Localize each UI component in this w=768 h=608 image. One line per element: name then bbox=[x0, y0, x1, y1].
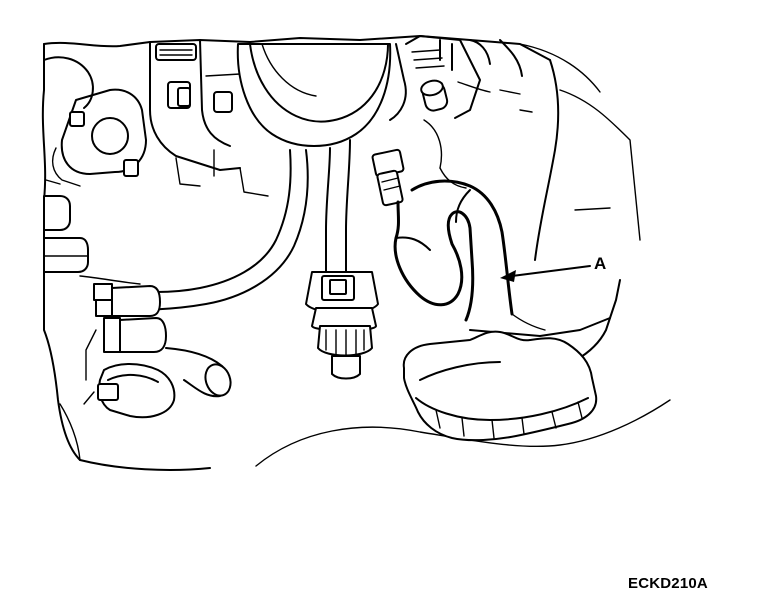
left-connectors bbox=[44, 196, 88, 272]
figure-code: ECKD210A bbox=[628, 575, 708, 592]
callout-label-a: A bbox=[594, 254, 607, 273]
left-fittings bbox=[84, 284, 235, 417]
stud-bolt bbox=[372, 149, 404, 205]
detail-lines bbox=[60, 110, 532, 460]
callout-a-arrow bbox=[500, 266, 590, 282]
engine-block-outline bbox=[43, 36, 670, 470]
valve-assembly bbox=[306, 272, 378, 379]
hose-a bbox=[395, 181, 512, 320]
throttle-body bbox=[150, 40, 240, 186]
mounting-flange bbox=[44, 57, 146, 186]
oil-filler-cap bbox=[404, 332, 596, 441]
round-housing bbox=[238, 36, 522, 146]
